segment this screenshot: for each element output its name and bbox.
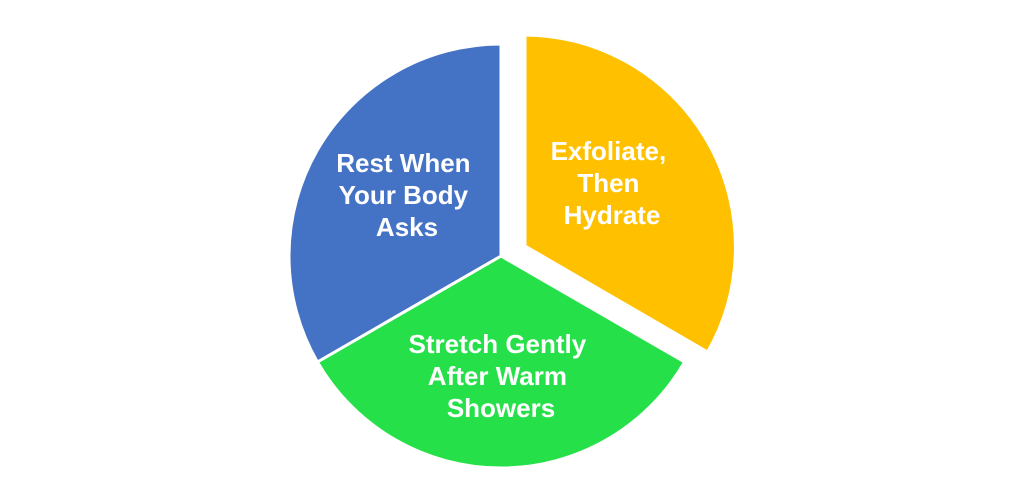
- segment-stretch-line-1: Stretch Gently: [409, 329, 587, 359]
- segment-rest-line-1: Rest When: [336, 148, 470, 178]
- segment-exfoliate-line-1: Exfoliate,: [551, 136, 667, 166]
- segment-exfoliate-wedge: [523, 33, 737, 355]
- segment-rest-line-3: Asks: [376, 212, 438, 242]
- segment-exfoliate-label: Exfoliate, Then Hydrate: [551, 136, 674, 230]
- segment-exfoliate: Exfoliate, Then Hydrate: [523, 33, 737, 355]
- segment-stretch-line-2: After Warm: [428, 361, 567, 391]
- segment-rest: Rest When Your Body Asks: [287, 42, 503, 365]
- segment-stretch-line-3: Showers: [447, 393, 555, 423]
- segment-rest-line-2: Your Body: [339, 180, 469, 210]
- segment-stretch-wedge: [315, 254, 687, 470]
- segment-stretch-label: Stretch Gently After Warm Showers: [409, 329, 594, 423]
- segment-exfoliate-line-2: Then: [577, 168, 639, 198]
- segment-rest-wedge: [287, 42, 503, 365]
- segment-rest-label: Rest When Your Body Asks: [336, 148, 478, 242]
- segment-stretch: Stretch Gently After Warm Showers: [315, 254, 687, 470]
- segment-exfoliate-line-3: Hydrate: [564, 200, 661, 230]
